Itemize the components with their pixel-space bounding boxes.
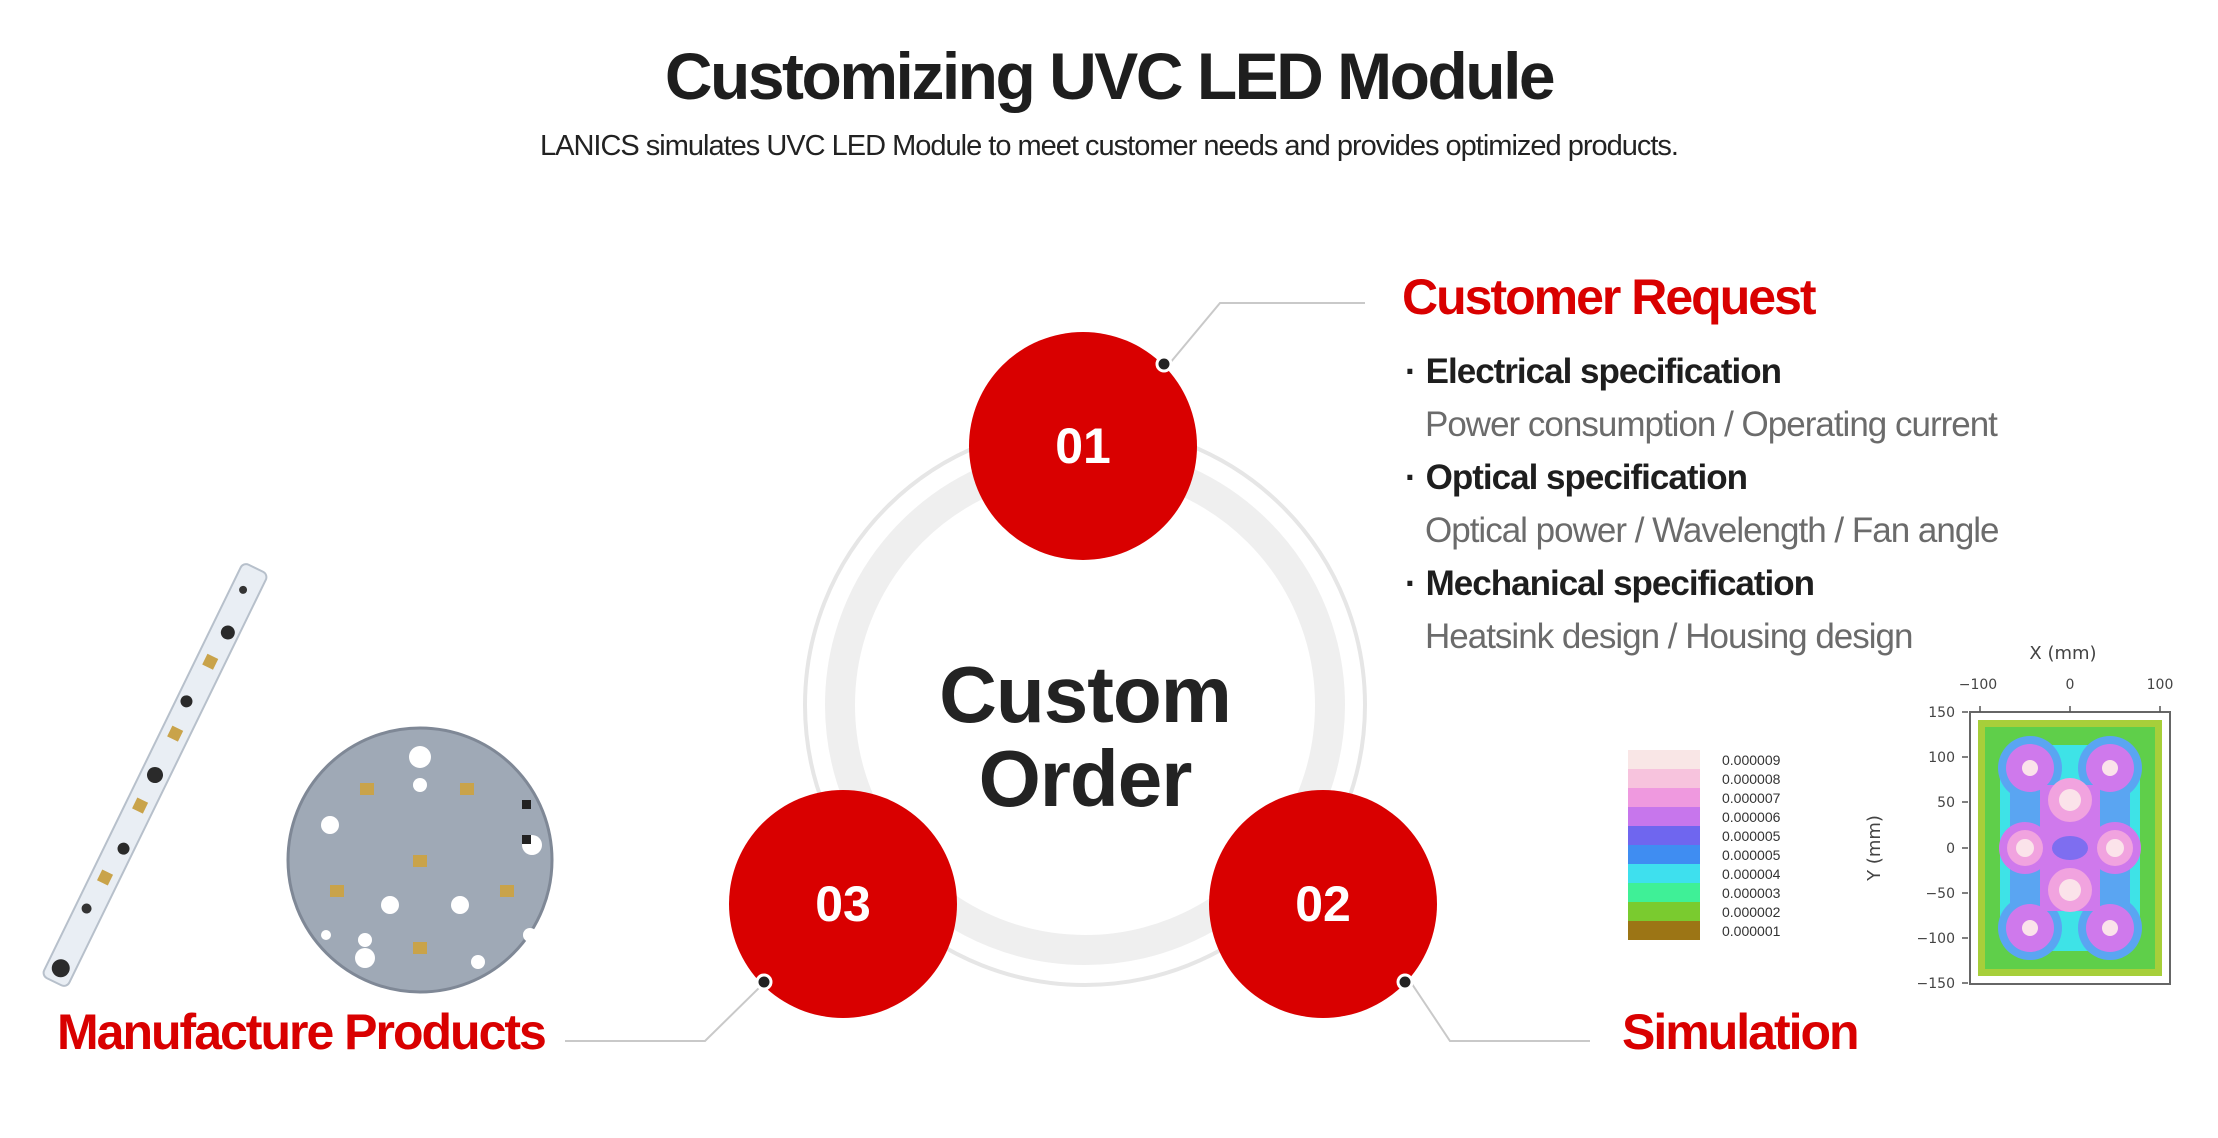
center-text-line2: Order [979, 734, 1192, 823]
step-dot-02 [1396, 973, 1414, 991]
heatmap-legend: 0.000009 0.000008 0.000007 0.000006 0.000005… [1628, 750, 1788, 940]
legend-value: 0.000009 [1722, 751, 1781, 768]
legend-value: 0.000003 [1722, 884, 1781, 901]
connector-line-01 [1169, 302, 1365, 364]
legend-swatch [1628, 864, 1700, 883]
legend-swatch [1628, 826, 1700, 845]
request-heading: Mechanical specification [1405, 556, 2105, 612]
round-pcb-image [286, 726, 554, 994]
connector-lines [565, 302, 1590, 1042]
step-dot-01 [1155, 355, 1173, 373]
legend-swatch [1628, 883, 1700, 902]
legend-row: 0.000005 [1628, 826, 1788, 845]
legend-value: 0.000002 [1722, 903, 1781, 920]
page-subtitle: LANICS simulates UVC LED Module to meet … [539, 130, 1679, 162]
legend-row: 0.000006 [1628, 807, 1788, 826]
step-01: 01 [969, 332, 1197, 560]
legend-value: 0.000008 [1722, 770, 1781, 787]
legend-row: 0.000001 [1628, 921, 1788, 940]
step-dot-03 [755, 973, 773, 991]
legend-row: 0.000003 [1628, 883, 1788, 902]
legend-swatch [1628, 845, 1700, 864]
heatmap-y-tick: −100 [1917, 931, 1955, 947]
connector-line-03 [565, 981, 766, 1042]
step-circle-03 [729, 790, 957, 1018]
heatmap-y-label: Y (mm) [1864, 815, 1885, 882]
legend-row: 0.000009 [1628, 750, 1788, 769]
legend-value: 0.000007 [1722, 789, 1781, 806]
legend-value: 0.000005 [1722, 846, 1781, 863]
simulation-heatmap: X (mm) Y (mm) −100 0 100 150 100 50 0 −5… [1864, 643, 2173, 992]
legend-swatch [1628, 750, 1700, 769]
heatmap-y-tick: −150 [1917, 976, 1955, 992]
heatmap-y-tick: 0 [1946, 841, 1955, 857]
heatmap-x-tick: 0 [2066, 677, 2075, 693]
legend-swatch [1628, 788, 1700, 807]
step-number-03: 03 [815, 876, 871, 932]
legend-row: 0.000002 [1628, 902, 1788, 921]
step-label-customer-request: Customer Request [1402, 269, 1817, 325]
legend-value: 0.000001 [1722, 922, 1781, 939]
heatmap-x-tick: −100 [1959, 677, 1997, 693]
legend-row: 0.000008 [1628, 769, 1788, 788]
customer-request-list: Electrical specification Power consumpti… [1405, 344, 2105, 662]
legend-swatch [1628, 807, 1700, 826]
step-03: 03 [729, 790, 957, 1018]
request-item-optical: Optical specification Optical power / Wa… [1405, 450, 2105, 556]
heatmap-y-tick: 50 [1937, 795, 1955, 811]
request-item-mechanical: Mechanical specification Heatsink design… [1405, 556, 2105, 662]
center-text-line1: Custom [939, 650, 1231, 739]
request-item-electrical: Electrical specification Power consumpti… [1405, 344, 2105, 450]
step-circle-02 [1209, 790, 1437, 1018]
legend-row: 0.000005 [1628, 845, 1788, 864]
legend-row: 0.000004 [1628, 864, 1788, 883]
page-title: Customizing UVC LED Module [664, 39, 1556, 113]
legend-value: 0.000004 [1722, 865, 1781, 882]
heatmap-x-tick: 100 [2147, 677, 2174, 693]
request-heading: Electrical specification [1405, 344, 2105, 400]
step-label-manufacture-products: Manufacture Products [57, 1004, 547, 1060]
led-strip-image [42, 563, 268, 987]
legend-value: 0.000005 [1722, 827, 1781, 844]
step-number-02: 02 [1295, 876, 1351, 932]
legend-swatch [1628, 902, 1700, 921]
request-detail: Power consumption / Operating current [1425, 405, 1998, 444]
step-label-simulation: Simulation [1622, 1004, 1860, 1060]
legend-row: 0.000007 [1628, 788, 1788, 807]
step-number-01: 01 [1055, 418, 1111, 474]
request-detail: Optical power / Wavelength / Fan angle [1425, 511, 2000, 550]
heatmap-x-label: X (mm) [2029, 643, 2096, 664]
heatmap-y-tick: 100 [1928, 750, 1955, 766]
heatmap-y-tick: 150 [1928, 705, 1955, 721]
step-circle-01 [969, 332, 1197, 560]
request-heading: Optical specification [1405, 450, 2105, 506]
step-02: 02 [1209, 790, 1437, 1018]
legend-value: 0.000006 [1722, 808, 1781, 825]
connector-line-02 [1409, 980, 1590, 1042]
request-detail: Heatsink design / Housing design [1425, 617, 1913, 656]
legend-swatch [1628, 769, 1700, 788]
heatmap-y-tick: −50 [1925, 886, 1955, 902]
legend-swatch [1628, 921, 1700, 940]
